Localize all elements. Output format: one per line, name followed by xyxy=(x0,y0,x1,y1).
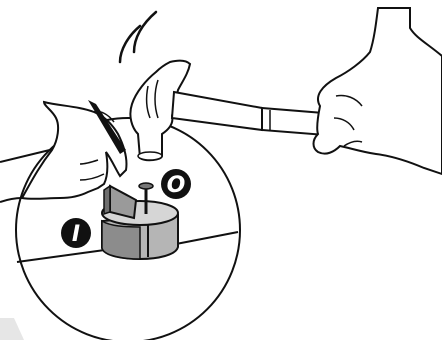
label-i: I xyxy=(72,222,80,247)
motion-lines xyxy=(120,12,156,62)
label-o: O xyxy=(167,173,186,198)
hammer-handle xyxy=(172,92,342,136)
label-badge-o: O xyxy=(161,169,191,199)
corner-shade xyxy=(0,318,24,340)
label-badge-i: I xyxy=(61,218,91,248)
right-hand xyxy=(314,8,442,174)
